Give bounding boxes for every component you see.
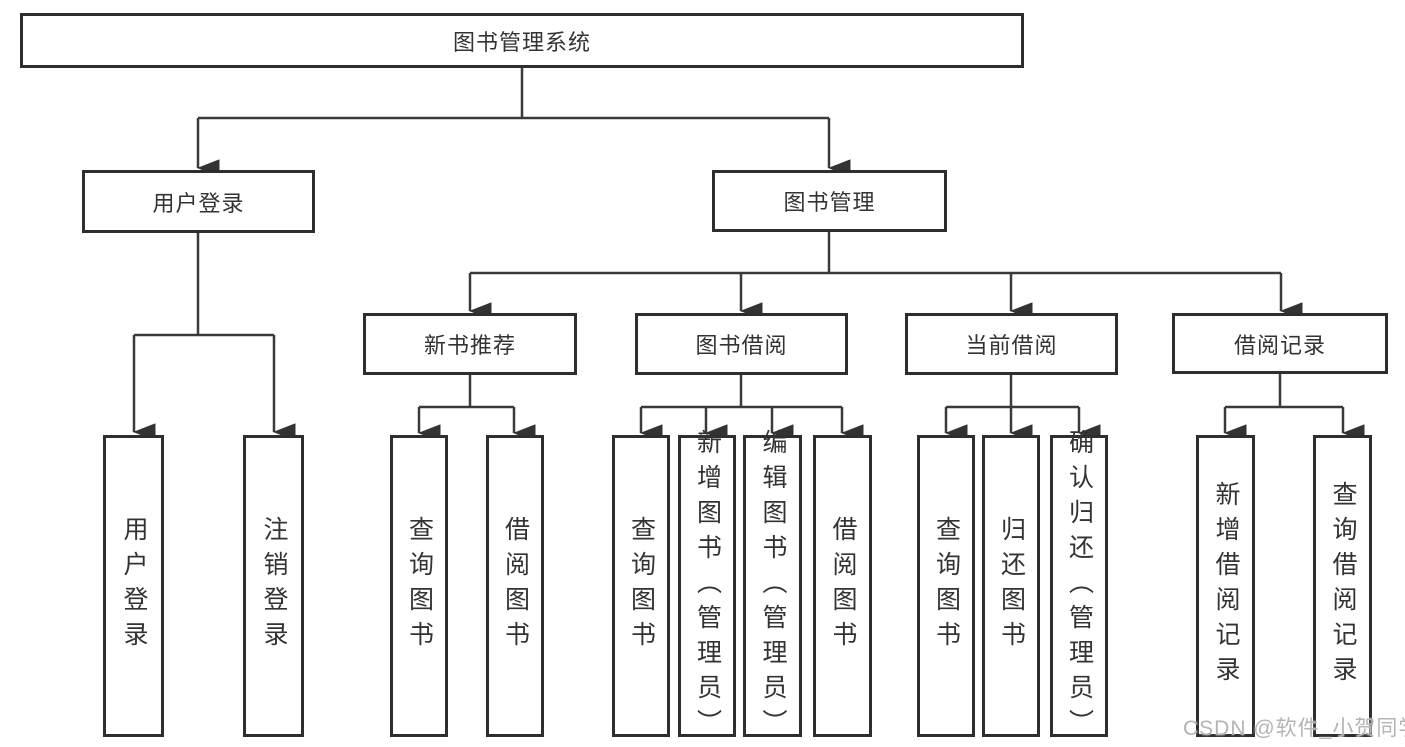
node-current-borrowing: 当前借阅: [905, 313, 1118, 375]
leaf-add-borrow-record: 新增借阅记录: [1196, 435, 1255, 737]
leaf-user-login: 用户登录: [103, 435, 164, 737]
leaf-add-books-admin: 新增图书（管理员）: [678, 429, 736, 744]
root-node: 图书管理系统: [20, 13, 1024, 68]
leaf-query-books-borrow: 查询图书: [612, 435, 670, 737]
leaf-edit-books-admin: 编辑图书（管理员）: [743, 429, 802, 744]
node-book-borrowing: 图书借阅: [635, 313, 848, 375]
node-book-management: 图书管理: [712, 170, 947, 232]
node-new-book-recommendation: 新书推荐: [363, 313, 577, 375]
leaf-confirm-return-admin: 确认归还（管理员）: [1050, 429, 1108, 744]
leaf-borrow-books: 借阅图书: [813, 435, 872, 737]
node-borrowing-records: 借阅记录: [1172, 313, 1388, 374]
leaf-query-borrow-record: 查询借阅记录: [1313, 435, 1372, 737]
node-user-login: 用户登录: [82, 170, 315, 233]
leaf-borrow-books-recommend: 借阅图书: [486, 435, 544, 737]
leaf-query-books-current: 查询图书: [917, 435, 975, 737]
leaf-return-books: 归还图书: [982, 435, 1040, 737]
leaf-logout: 注销登录: [243, 435, 304, 737]
leaf-query-books-recommend: 查询图书: [390, 435, 448, 737]
watermark: CSDN @软件_小贺同学: [1183, 717, 1405, 740]
